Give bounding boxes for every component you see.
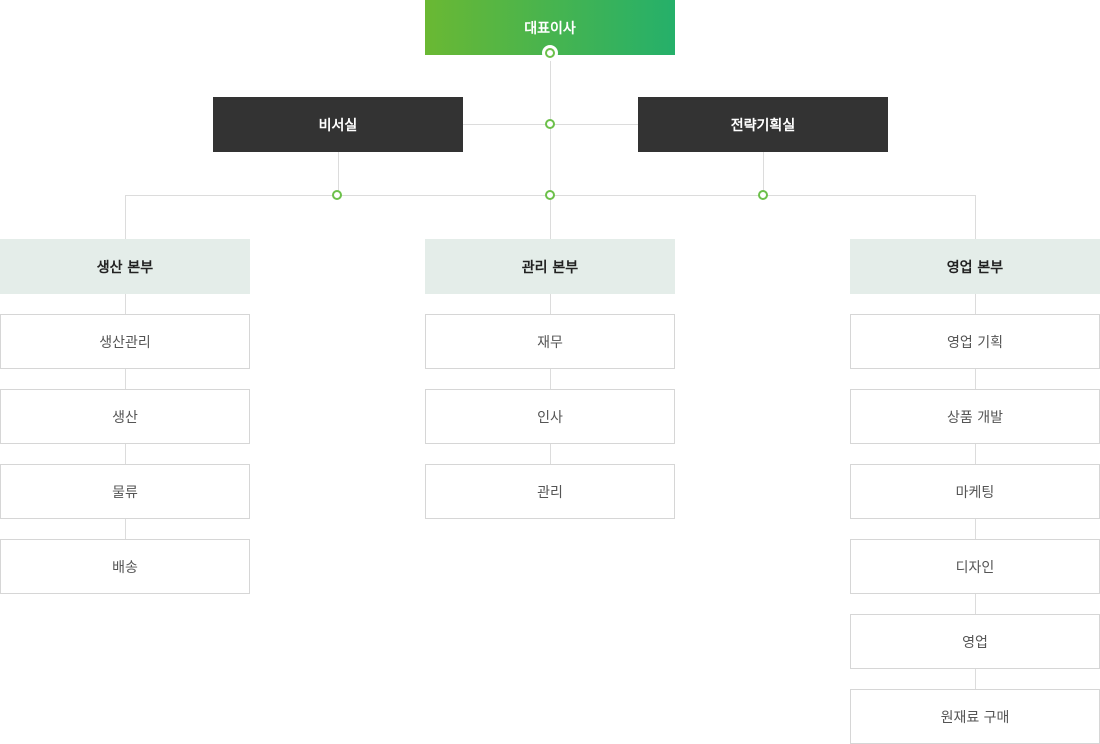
ceo-junction-dot <box>545 48 555 58</box>
staff-2-bus-dot <box>758 190 768 200</box>
staff-box-2: 전략기획실 <box>638 97 888 152</box>
division-header-1: 생산 본부 <box>0 239 250 294</box>
team-box: 디자인 <box>850 539 1100 594</box>
team-box: 영업 <box>850 614 1100 669</box>
staff-drop-line-1 <box>338 152 339 195</box>
team-box: 물류 <box>0 464 250 519</box>
ceo-trunk-line <box>550 55 551 239</box>
team-box: 원재료 구매 <box>850 689 1100 744</box>
staff-box-1: 비서실 <box>213 97 463 152</box>
staff-junction-dot <box>545 119 555 129</box>
division-bus-center-dot <box>545 190 555 200</box>
team-box: 인사 <box>425 389 675 444</box>
team-box: 재무 <box>425 314 675 369</box>
division-header-3: 영업 본부 <box>850 239 1100 294</box>
division-drop-line-3 <box>975 195 976 239</box>
team-box: 영업 기획 <box>850 314 1100 369</box>
staff-drop-line-2 <box>763 152 764 195</box>
team-box: 배송 <box>0 539 250 594</box>
staff-1-bus-dot <box>332 190 342 200</box>
team-box: 생산관리 <box>0 314 250 369</box>
team-box: 상품 개발 <box>850 389 1100 444</box>
ceo-box: 대표이사 <box>425 0 675 55</box>
division-2-team-spine-line <box>550 294 551 464</box>
team-box: 생산 <box>0 389 250 444</box>
division-drop-line-2 <box>550 195 551 239</box>
team-box: 관리 <box>425 464 675 519</box>
division-header-2: 관리 본부 <box>425 239 675 294</box>
division-drop-line-1 <box>125 195 126 239</box>
team-box: 마케팅 <box>850 464 1100 519</box>
